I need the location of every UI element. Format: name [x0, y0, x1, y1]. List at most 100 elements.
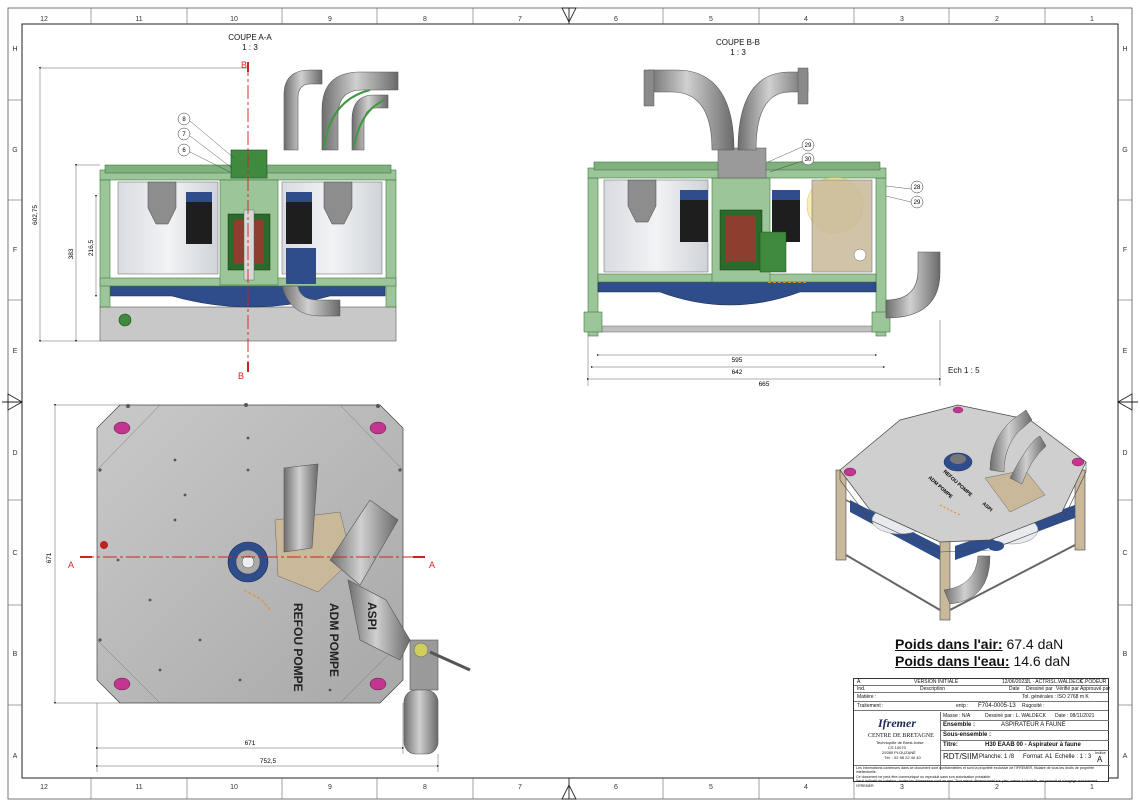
row-label: D — [12, 450, 17, 457]
dim-top-752: 752,5 — [260, 758, 277, 765]
weight-air-label: Poids dans l'air: — [895, 636, 1003, 652]
tb-footer-1: Les informations contenues dans ce docum… — [856, 766, 1094, 775]
balloon-29-side: 29 — [914, 200, 921, 206]
iso-top-plate — [839, 404, 1087, 543]
balloon-6: 6 — [182, 148, 186, 154]
tb-footer: Les informations contenues dans ce docum… — [854, 765, 1110, 788]
dim-top-671: 671 — [245, 740, 256, 747]
tb-designer: Dessiné par : L. WALDECK — [985, 713, 1046, 719]
col-label: 5 — [709, 16, 713, 23]
tb-addr1: Technopôle de Brest-Iroise — [876, 740, 924, 745]
iso-scale-label: Ech 1 : 5 — [948, 366, 980, 375]
col-label: 6 — [614, 784, 618, 791]
tb-rev-checked: L.WALDECK — [1054, 679, 1083, 685]
balloon-30: 30 — [805, 157, 812, 163]
tb-hdr-desc: Description — [920, 686, 946, 692]
top-view: ASPI ADM POMPE REFOU POMPE A A 671 671 7… — [46, 403, 471, 772]
tb-header-row: Ind. Description Date Dessiné par Vérifi… — [854, 686, 1111, 693]
col-label: 2 — [995, 16, 999, 23]
dim-bb-665: 665 — [759, 381, 770, 388]
bottom-blue-plate — [109, 284, 386, 308]
col-label: 5 — [709, 784, 713, 791]
col-label: 6 — [614, 16, 618, 23]
section-bb-view: 29 30 28 29 595 642 665 — [583, 67, 942, 388]
tb-indice-label: Indice — [1095, 750, 1106, 755]
cut-label-b-bottom: B — [238, 371, 244, 381]
top-label-adm-pompe: ADM POMPE — [327, 603, 341, 677]
row-label: H — [1122, 46, 1127, 53]
tb-addr2: CS 10070 — [888, 745, 906, 750]
row-label: F — [1123, 247, 1127, 254]
tb-ensemble-value: ASPIRATEUR A FAUNE — [1001, 722, 1066, 728]
col-label: 8 — [423, 784, 427, 791]
centering-marks — [2, 7, 1138, 800]
cut-label-a-left: A — [68, 560, 74, 570]
col-label: 2 — [995, 784, 999, 791]
tb-company-cell: Ifremer CENTRE DE BRETAGNE Technopôle de… — [856, 713, 938, 763]
tb-matiere: Matière : — [857, 694, 877, 700]
row-label: A — [1123, 753, 1128, 760]
dim-aa-inner: 216,5 — [88, 239, 95, 256]
tb-rugosite: Rugosité : — [1022, 703, 1045, 709]
col-label: 7 — [518, 784, 522, 791]
col-label: 3 — [900, 16, 904, 23]
tb-company-logo: Ifremer — [878, 716, 916, 730]
top-label-refou-pompe: REFOU POMPE — [291, 603, 305, 692]
tb-rev-letter: A — [857, 679, 861, 685]
tb-planche: Planche: 1 /8 — [979, 754, 1015, 760]
tb-traitement: Traitement : — [857, 703, 884, 709]
dim-bb-642: 642 — [732, 369, 743, 376]
tb-titre-label: Titre: — [943, 742, 958, 748]
row-label: A — [13, 753, 18, 760]
tb-entp: entp : — [956, 703, 969, 709]
tb-hdr-date: Date — [1009, 686, 1020, 692]
dim-aa-mid: 383 — [68, 248, 75, 259]
tb-echelle: Echelle : 1 : 3 — [1055, 754, 1092, 760]
tb-date: Date : 08/11/2021 — [1055, 713, 1095, 719]
row-label: G — [12, 147, 17, 154]
row-label: C — [1122, 550, 1127, 557]
row-label: F — [13, 247, 17, 254]
row-label: B — [1123, 651, 1128, 658]
row-label: C — [12, 550, 17, 557]
tb-rev-date: 12/06/2023 — [1002, 679, 1028, 685]
tb-footer-2: Ce document ne peut être communiqué ou r… — [856, 774, 992, 779]
tb-tol: Tol. générales : ISO 2768 m K — [1022, 694, 1089, 700]
row-label: D — [1122, 450, 1127, 457]
col-label: 4 — [804, 784, 808, 791]
section-aa-scale: 1 : 3 — [242, 43, 258, 52]
tb-hdr-ind: Ind. — [857, 686, 866, 692]
tb-revision-row: A VERSION INITIALE 12/06/2023 JL · ACTRI… — [854, 679, 1108, 686]
tb-hdr-drawn: Dessiné par — [1026, 686, 1053, 692]
tb-rev-desc: VERSION INITIALE — [914, 679, 959, 685]
cut-label-a-right: A — [429, 560, 435, 570]
tb-info-cell: Masse : N/A Dessiné par : L. WALDECK Dat… — [940, 712, 1109, 770]
row-markers: H G F E D C B A H G F E D C B A — [12, 46, 1127, 760]
tb-indice-value: A — [1097, 755, 1103, 764]
section-bb-scale: 1 : 3 — [730, 48, 746, 57]
outlet-pipe-aa — [321, 71, 399, 151]
tb-hdr-approved: Approuvé par — [1080, 686, 1111, 692]
col-label: 11 — [135, 16, 142, 23]
col-label: 12 — [40, 16, 48, 23]
inner-frame — [21, 23, 1119, 779]
row-label: E — [13, 348, 18, 355]
border-ticks — [8, 8, 1132, 799]
dim-aa-total: 602,75 — [32, 205, 39, 225]
col-label: 12 — [40, 784, 48, 791]
tb-format: Format: A1 — [1023, 754, 1053, 760]
col-label: 10 — [230, 784, 238, 791]
inlet-pipe-bb — [647, 69, 735, 151]
col-label: 7 — [518, 16, 522, 23]
row-label: B — [13, 651, 18, 658]
cut-label-b-top: B — [241, 60, 247, 70]
weight-air-row: Poids dans l'air: 67.4 daN — [895, 636, 1070, 653]
balloon-8: 8 — [182, 117, 186, 123]
col-label: 4 — [804, 16, 808, 23]
tb-footer-3: Seuil indicatif de cotation ; toutes les… — [856, 779, 1098, 788]
dim-bb-595: 595 — [732, 357, 743, 364]
tb-rev-approved: C.PODEUR — [1080, 679, 1107, 685]
weight-water-value: 14.6 daN — [1013, 653, 1071, 669]
balloon-7: 7 — [182, 132, 186, 138]
